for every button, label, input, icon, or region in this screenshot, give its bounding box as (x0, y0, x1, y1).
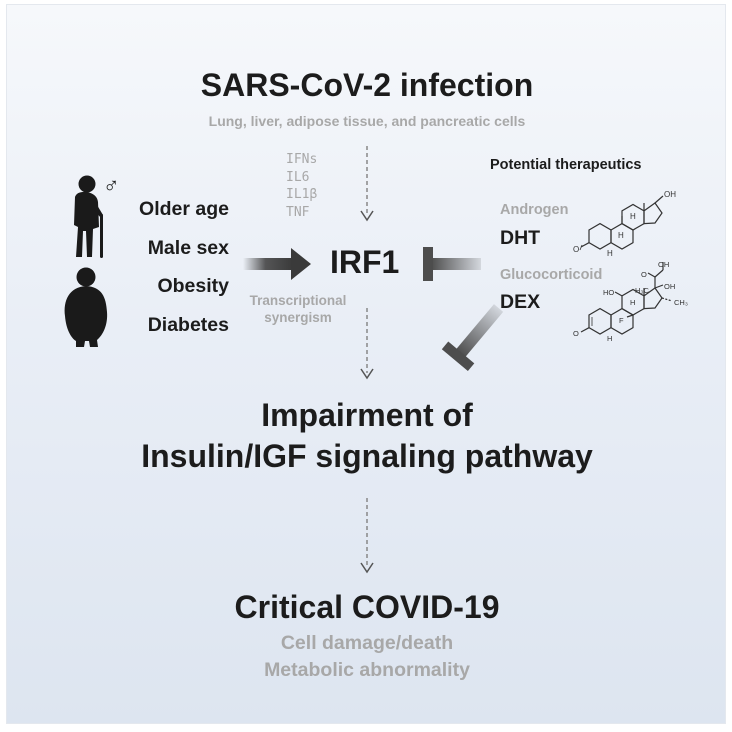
dht-inhibitor (423, 247, 481, 281)
synergism-line: synergism (264, 310, 332, 325)
risk-factor-item: Diabetes (147, 313, 229, 336)
risk-factor-item: Older age (139, 198, 229, 220)
svg-text:OH: OH (664, 190, 676, 199)
svg-text:CH₃: CH₃ (674, 298, 688, 307)
therapeutics-title: Potential therapeutics (490, 157, 642, 173)
outcome-detail-line: Cell damage/death (280, 632, 454, 654)
cytokine-item: TNF (286, 204, 310, 220)
impairment-line: Insulin/IGF signaling pathway (141, 438, 593, 474)
outcome-details: Cell damage/death Metabolic abnormality (7, 630, 725, 684)
androgen-class-label: Androgen (500, 202, 569, 218)
svg-text:H: H (630, 212, 636, 221)
connector-layer: OH O H H H OH HO H₃C (64, 146, 688, 574)
svg-text:H: H (607, 249, 613, 258)
dht-molecule-icon (579, 195, 664, 251)
synergism-line: Transcriptional (249, 293, 347, 308)
diagram-canvas: OH O H H H OH HO H₃C (6, 4, 726, 724)
dashed-arrow-irf1-to-impairment (360, 308, 374, 380)
dex-molecule-icon (580, 262, 673, 335)
svg-text:H: H (618, 231, 624, 240)
svg-text:O: O (573, 245, 579, 254)
cytokine-list: IFNs IL6 IL1β TNF (286, 151, 317, 221)
risk-factor-item: Male sex (147, 236, 229, 259)
impairment-line: Impairment of (261, 397, 473, 433)
svg-text:O: O (641, 270, 647, 279)
dex-molecule-labels: OH HO H₃C O OH F CH₃ O H H (573, 260, 688, 343)
dex-inhibitor (441, 304, 504, 372)
outcome-detail-line: Metabolic abnormality (264, 659, 470, 681)
obesity-silhouette-icon (64, 267, 108, 347)
cytokine-item: IL1β (286, 187, 318, 202)
dashed-arrow-impairment-to-critical (360, 498, 374, 574)
male-symbol: ♂ (103, 173, 120, 198)
risk-factor-list: Older age Male sex Obesity Diabetes (139, 190, 229, 344)
older-age-silhouette-icon (74, 175, 103, 258)
outcome-title: Critical COVID-19 (234, 589, 500, 625)
risk-factor-item: Obesity (157, 275, 229, 297)
svg-text:H: H (607, 334, 612, 343)
dht-label: DHT (500, 227, 541, 249)
glucocorticoid-class-label: Glucocorticoid (500, 267, 603, 283)
svg-text:OH: OH (664, 282, 675, 291)
infection-subtitle: Lung, liver, adipose tissue, and pancrea… (208, 113, 526, 129)
svg-text:F: F (619, 316, 624, 325)
svg-text:H: H (630, 298, 635, 307)
risk-factor-arrow (243, 248, 311, 280)
dashed-arrow-infection-to-irf1 (360, 146, 374, 222)
irf1-label: IRF1 (330, 244, 400, 280)
svg-text:H₃C: H₃C (635, 286, 649, 295)
infection-title: SARS-CoV-2 infection (200, 67, 534, 103)
cytokine-item: IL6 (286, 169, 310, 185)
cytokine-item: IFNs (286, 152, 318, 167)
svg-text:HO: HO (603, 288, 614, 297)
synergism-label: Transcriptional synergism (235, 292, 361, 326)
dht-molecule-labels: OH O H H H (573, 190, 676, 258)
dex-label: DEX (500, 291, 541, 313)
svg-text:O: O (573, 329, 579, 338)
impairment-label: Impairment of Insulin/IGF signaling path… (7, 395, 725, 477)
svg-text:OH: OH (658, 260, 669, 269)
